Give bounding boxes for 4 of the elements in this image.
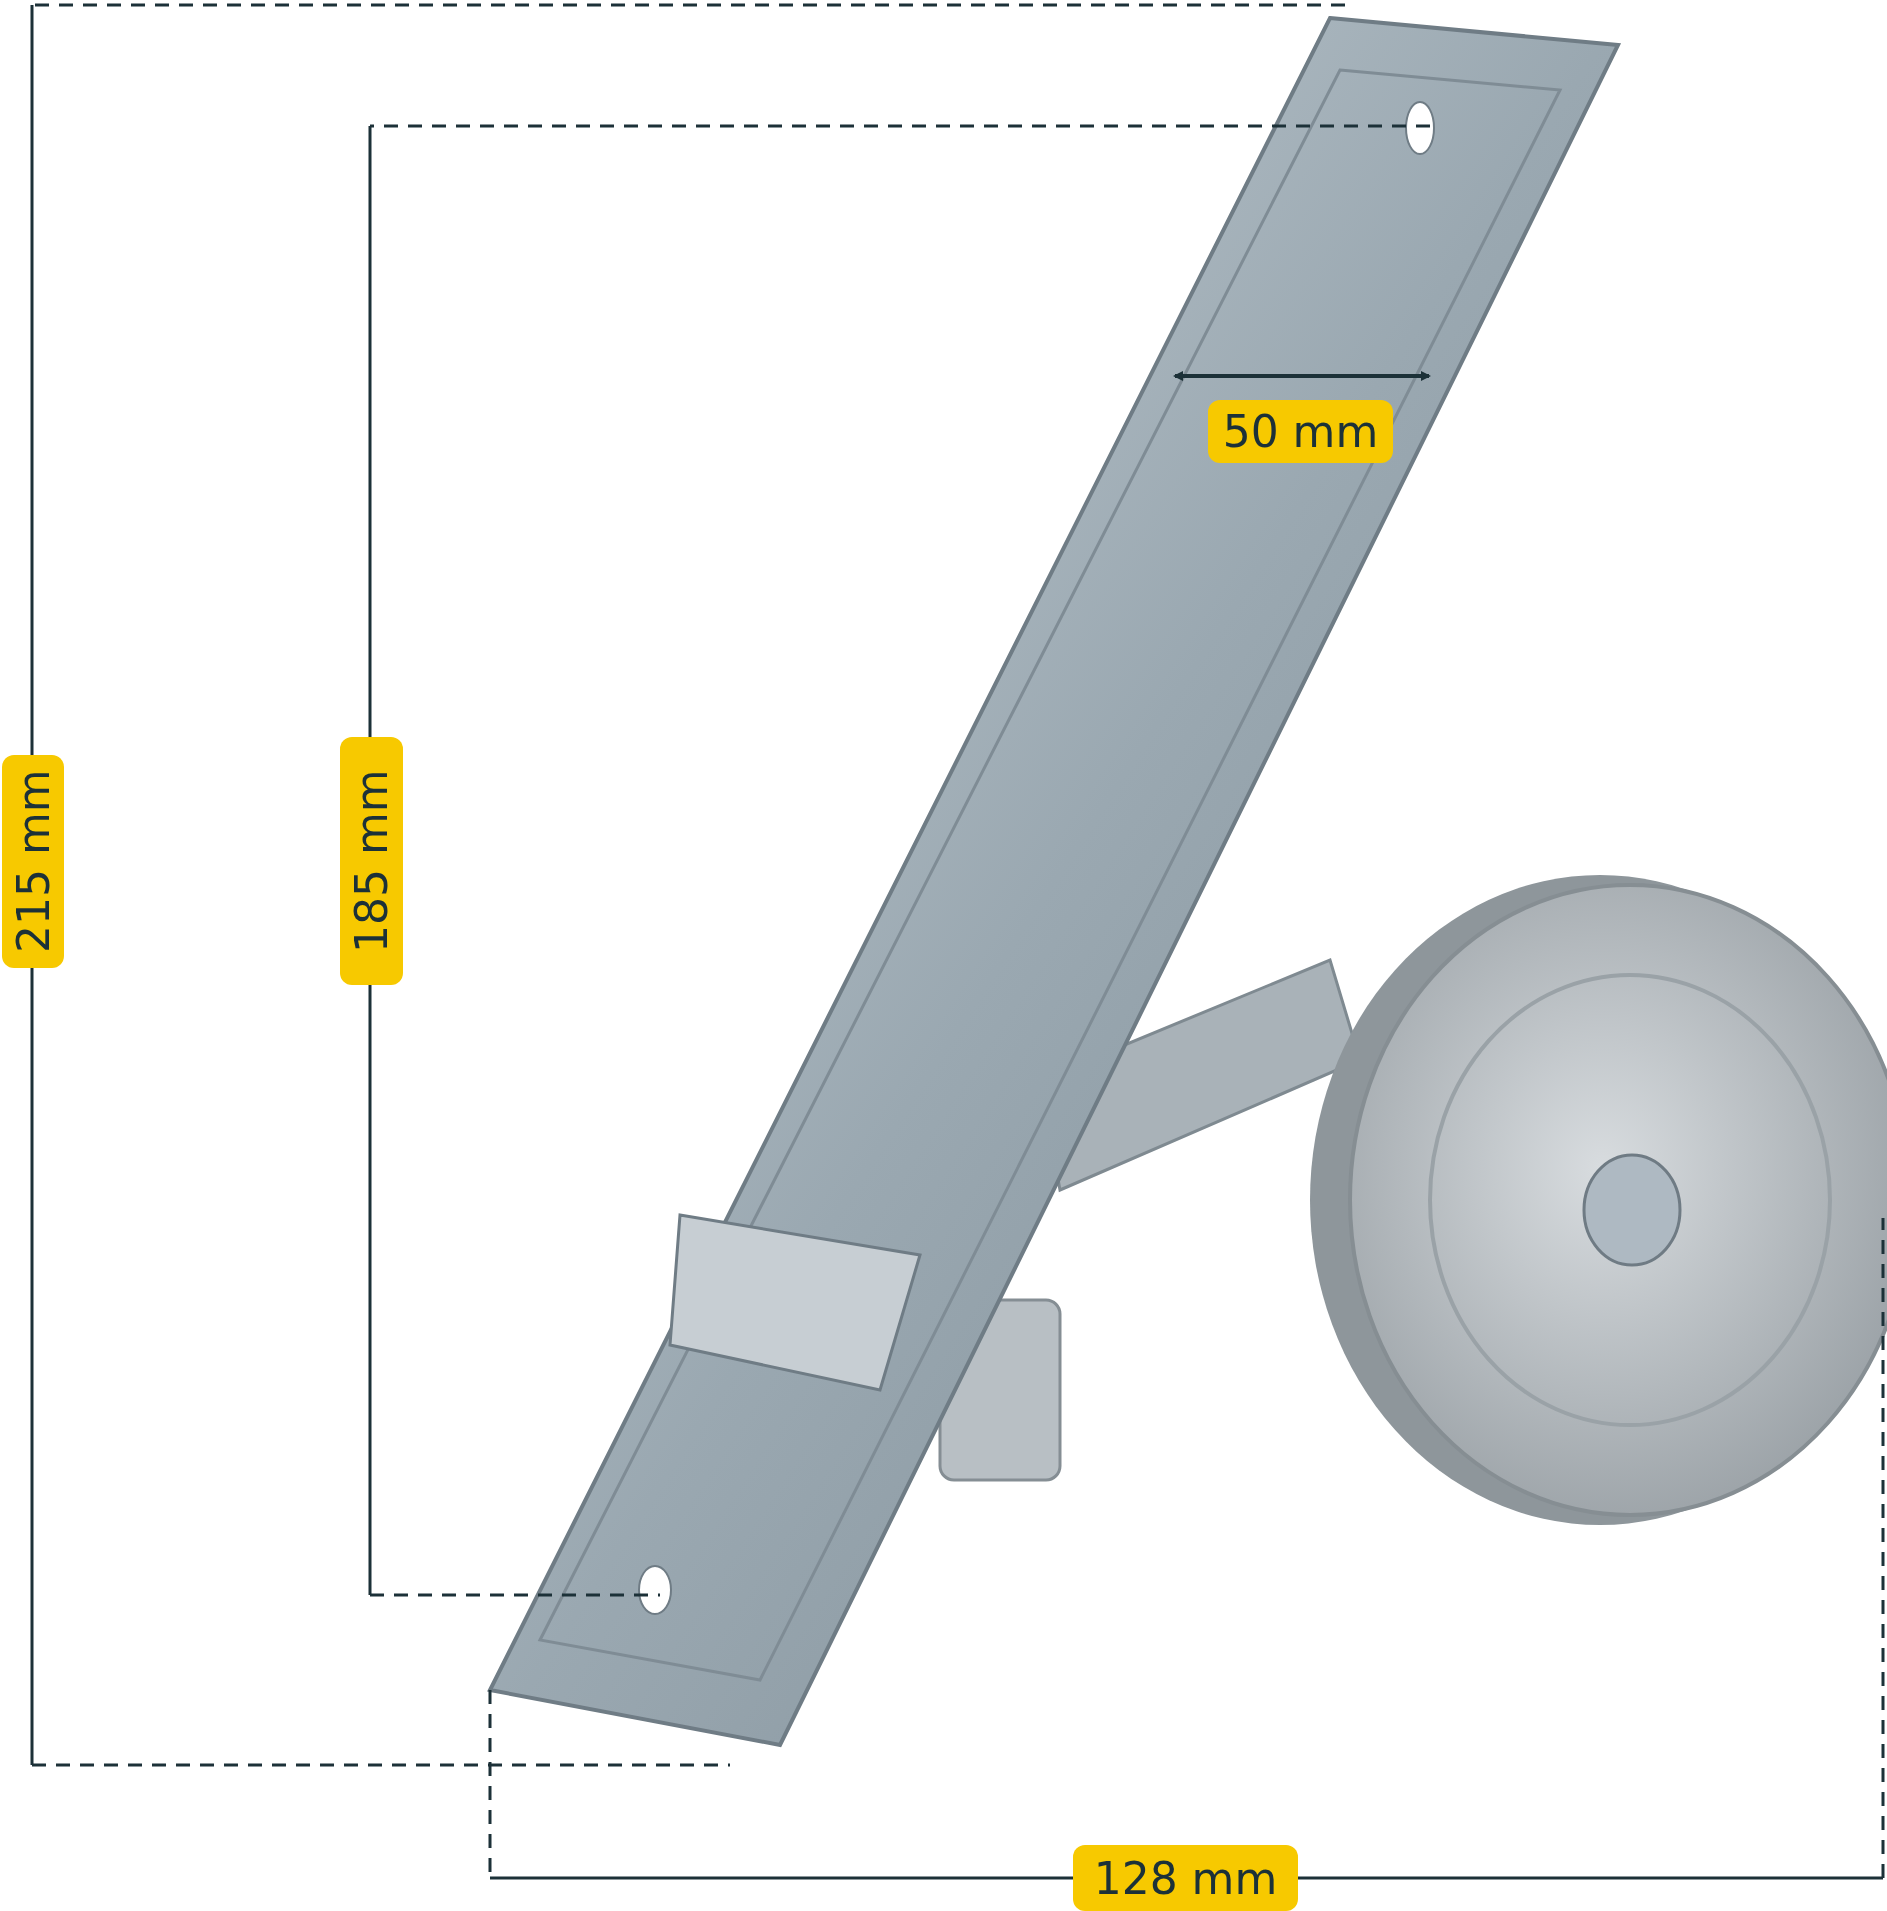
dimension-label: 185 mm [340, 737, 403, 985]
dimension-label: 215 mm [2, 755, 64, 968]
dimension-label: 50 mm [1208, 400, 1393, 463]
dimension-label: 128 mm [1073, 1845, 1298, 1911]
